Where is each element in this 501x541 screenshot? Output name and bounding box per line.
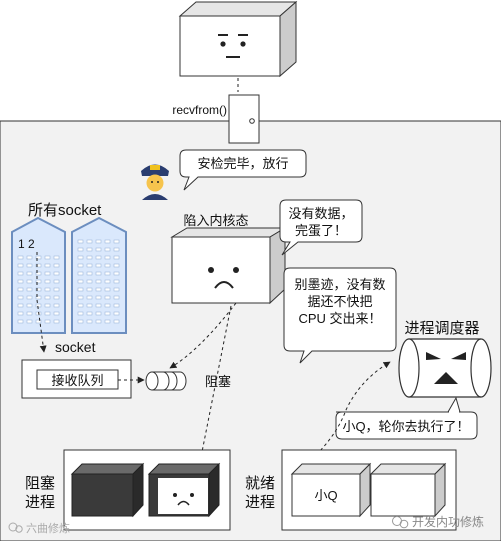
trap-kernel-label: 陷入内核态 <box>183 213 248 228</box>
wait-queue-cylinder <box>145 371 187 391</box>
ready-procs-label-2: 进程 <box>245 494 275 511</box>
cube-to-blocked-arrow <box>197 305 232 463</box>
blocked-process-cube-1 <box>70 462 145 518</box>
watermark-left: 六曲修炼 <box>26 521 70 535</box>
no-data-text-2: 完蛋了！ <box>295 223 347 238</box>
recvfrom-door[interactable] <box>228 94 260 144</box>
recv-queue-label: 接收队列 <box>51 373 103 388</box>
blocked-label: 阻塞 <box>205 374 231 389</box>
cube-to-queue-arrow <box>169 302 237 369</box>
socket-pointer-line <box>36 252 47 353</box>
run-bubble-text: 小Q，轮你去执行了！ <box>342 419 469 434</box>
building-numbers: 1 2 <box>18 237 35 251</box>
socket-building-1 <box>11 216 66 334</box>
guard-speech-bubble <box>179 149 307 191</box>
xiaoq-label: 小Q <box>314 488 337 503</box>
ready-procs-label-1: 就绪 <box>245 475 275 492</box>
guard-bubble-text: 安检完毕，放行 <box>197 156 288 171</box>
socket-label: socket <box>55 339 96 355</box>
blocked-procs-label-2: 进程 <box>25 494 55 511</box>
watermark-logo-icon <box>8 522 23 533</box>
no-data-text-1: 没有数据， <box>288 206 353 221</box>
blocked-procs-label-1: 阻塞 <box>25 474 55 492</box>
all-sockets-label: 所有socket <box>28 202 102 219</box>
ready-process-cube-xiaoq <box>290 462 372 518</box>
socket-building-2 <box>71 216 127 334</box>
hurry-text-1: 别墨迹，没有数 <box>294 277 385 292</box>
hurry-speech-bubble <box>283 267 397 364</box>
hurry-text-3: CPU 交出来！ <box>298 311 381 326</box>
ready-to-scheduler-arrow <box>302 361 391 468</box>
ready-process-cube-2 <box>369 462 447 518</box>
run-speech-bubble <box>335 396 478 440</box>
wechat-icon <box>392 516 409 529</box>
guard-icon <box>141 164 169 200</box>
watermark-right: 开发内功修炼 <box>412 514 484 529</box>
no-data-speech-bubble <box>279 199 363 256</box>
blocked-process-cube-2 <box>147 462 221 518</box>
user-process-cube <box>178 0 298 78</box>
building-numbers-bg <box>16 237 46 250</box>
scheduler-cylinder <box>398 338 492 398</box>
scheduler-label: 进程调度器 <box>404 320 479 337</box>
hurry-text-2: 据还不快把 <box>307 294 372 309</box>
recvfrom-label: recvfrom() <box>172 103 227 117</box>
sad-process-cube <box>170 227 287 305</box>
